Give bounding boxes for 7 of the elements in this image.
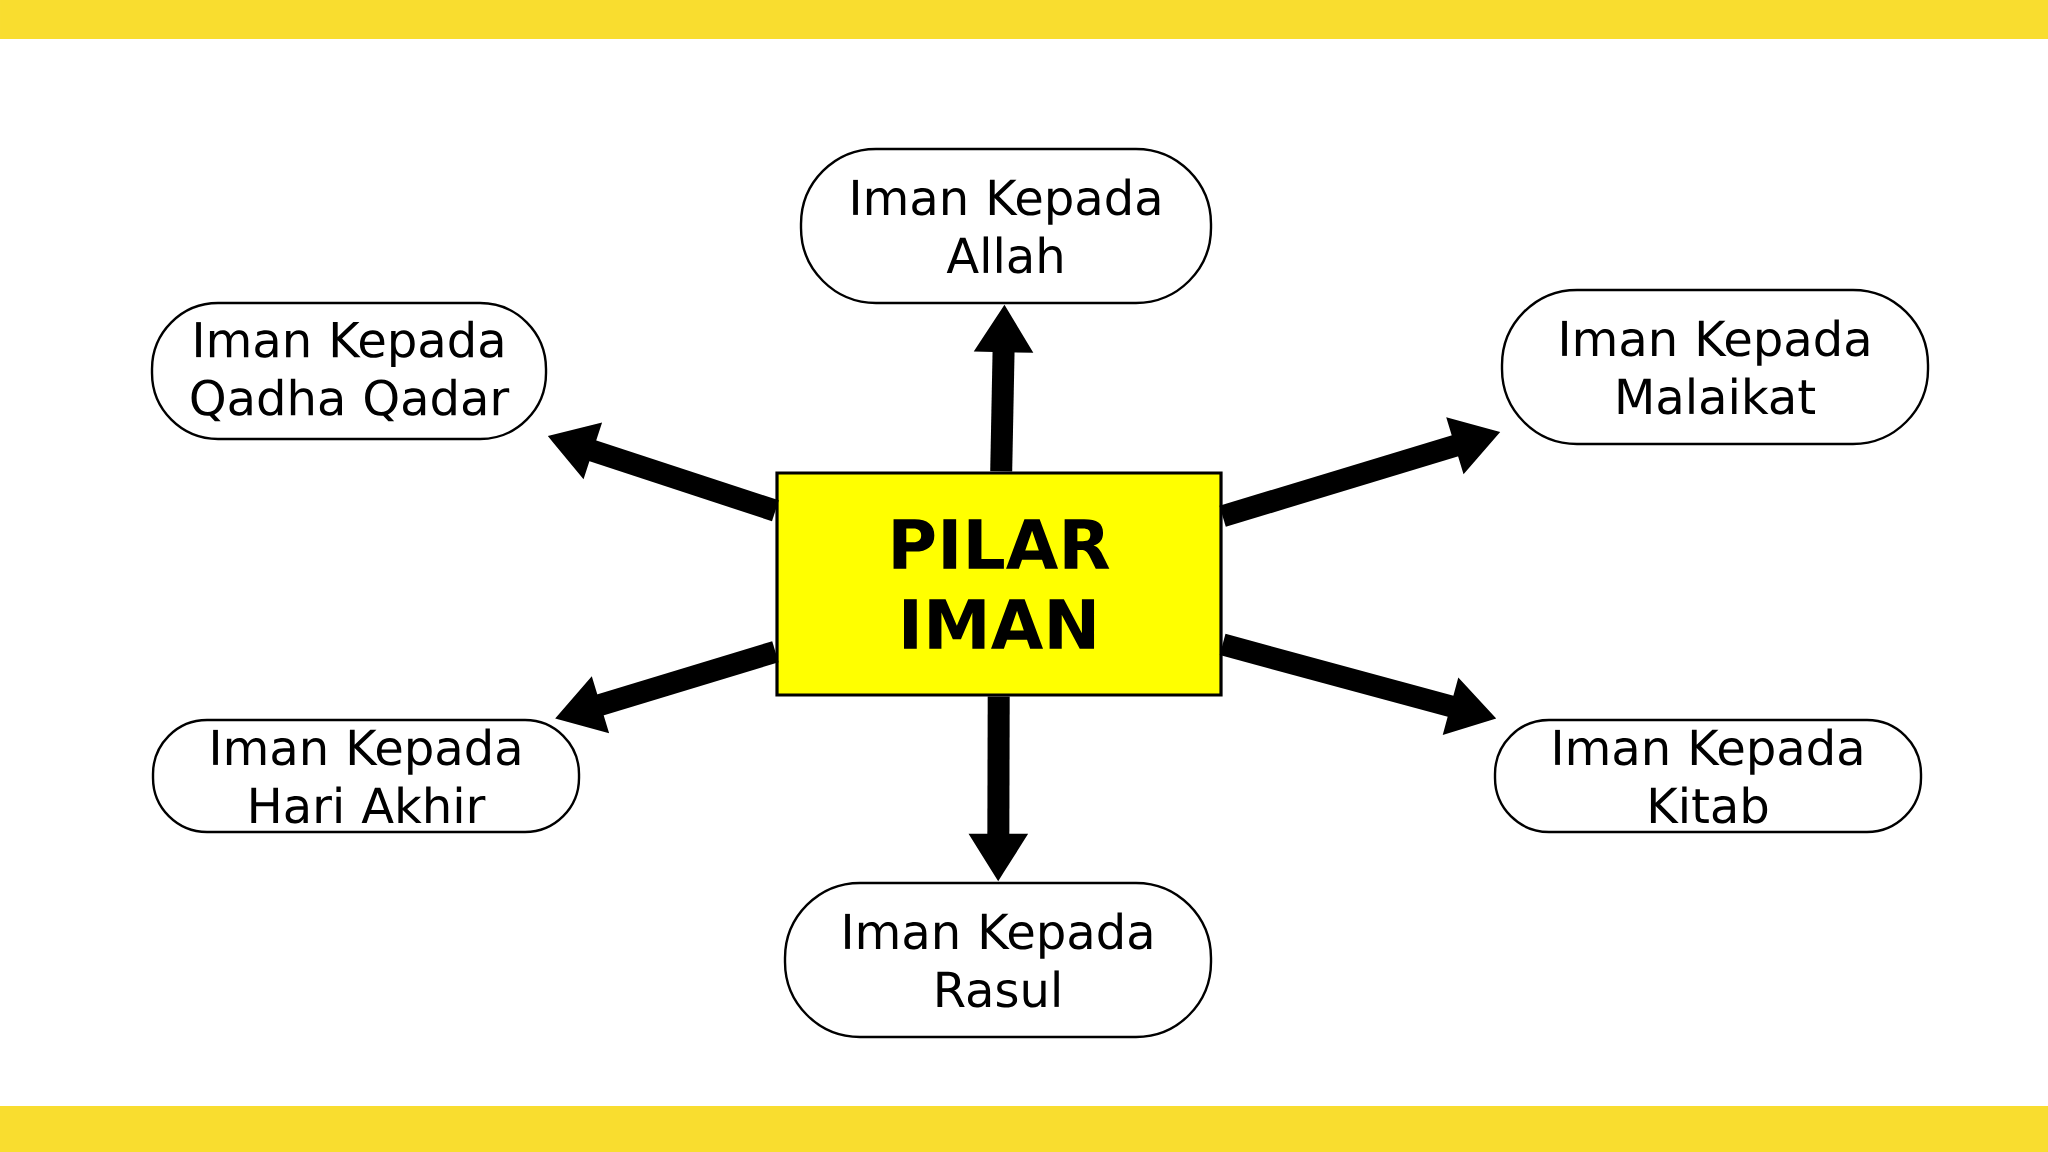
rounded-box: Iman Kepada Malaikat	[1500, 288, 1930, 446]
rounded-box: Iman Kepada Allah	[799, 147, 1213, 305]
central-box: PILAR IMAN	[775, 471, 1223, 697]
rounded-box: Iman Kepada Qadha Qadar	[150, 301, 548, 441]
rounded-box: Iman Kepada Kitab	[1493, 718, 1923, 834]
rounded-box: Iman Kepada Rasul	[783, 881, 1213, 1039]
rounded-box: Iman Kepada Hari Akhir	[151, 718, 581, 834]
